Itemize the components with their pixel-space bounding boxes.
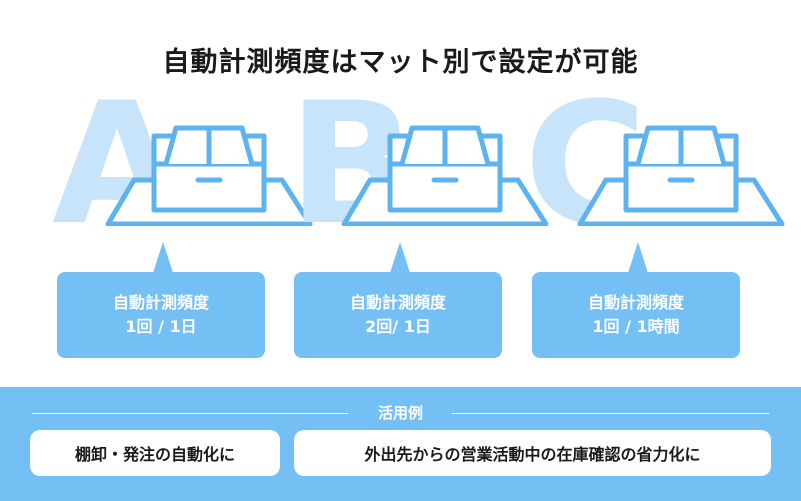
use-case-item: 外出先からの営業活動中の在庫確認の省力化に [294, 430, 771, 476]
mat-c-illustration: C [524, 80, 785, 248]
frequency-label: 自動計測頻度 [587, 293, 684, 312]
frequency-value: 1回 / 1時間 [592, 317, 680, 336]
use-case-panel: 活用例 棚卸・発注の自動化に 外出先からの営業活動中の在庫確認の省力化に [0, 387, 801, 501]
mat-a-illustration: A [52, 80, 313, 248]
frequency-value: 2回/ 1日 [365, 317, 431, 336]
use-case-heading: 活用例 [377, 404, 423, 422]
frequency-label: 自動計測頻度 [112, 293, 209, 312]
use-case-item: 棚卸・発注の自動化に [30, 430, 280, 476]
mat-b-illustration: B [288, 80, 549, 248]
box-on-mat-icon [577, 125, 785, 226]
frequency-bubble-c: 自動計測頻度 1回 / 1時間 [532, 242, 740, 358]
divider-line [32, 413, 348, 414]
frequency-value: 1回 / 1日 [125, 317, 197, 336]
box-on-mat-icon [105, 125, 313, 226]
frequency-bubble-b: 自動計測頻度 2回/ 1日 [294, 242, 502, 358]
page-title: 自動計測頻度はマット別で設定が可能 [162, 47, 639, 78]
box-on-mat-icon [341, 125, 549, 226]
frequency-bubble-a: 自動計測頻度 1回 / 1日 [57, 242, 265, 358]
divider-line [452, 413, 769, 414]
frequency-label: 自動計測頻度 [349, 293, 446, 312]
use-case-heading-row: 活用例 [0, 403, 801, 423]
